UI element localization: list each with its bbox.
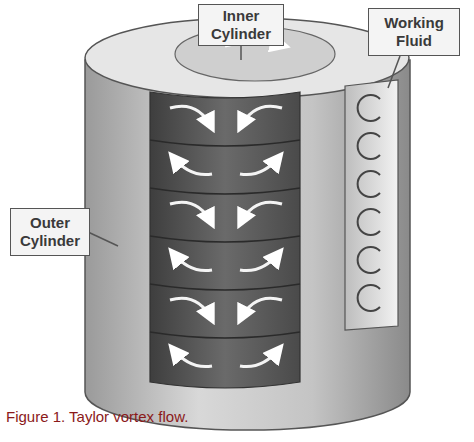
label-box: Outer Cylinder <box>10 208 90 256</box>
part-label: Outer Cylinder <box>15 214 85 250</box>
part-label: Working Fluid <box>373 14 455 50</box>
vortex-cells <box>358 95 380 311</box>
label-box: Inner Cylinder <box>198 4 284 46</box>
vortex-bands <box>150 106 300 366</box>
part-label: Inner Cylinder <box>203 7 279 43</box>
figure-caption: Figure 1. Taylor vortex flow. <box>6 408 188 425</box>
front-cutaway <box>150 92 300 388</box>
label-box: Working Fluid <box>368 8 460 56</box>
fluid-cutaway <box>345 80 398 330</box>
outer-cylinder-body <box>85 60 410 430</box>
leader-lines <box>88 46 400 246</box>
